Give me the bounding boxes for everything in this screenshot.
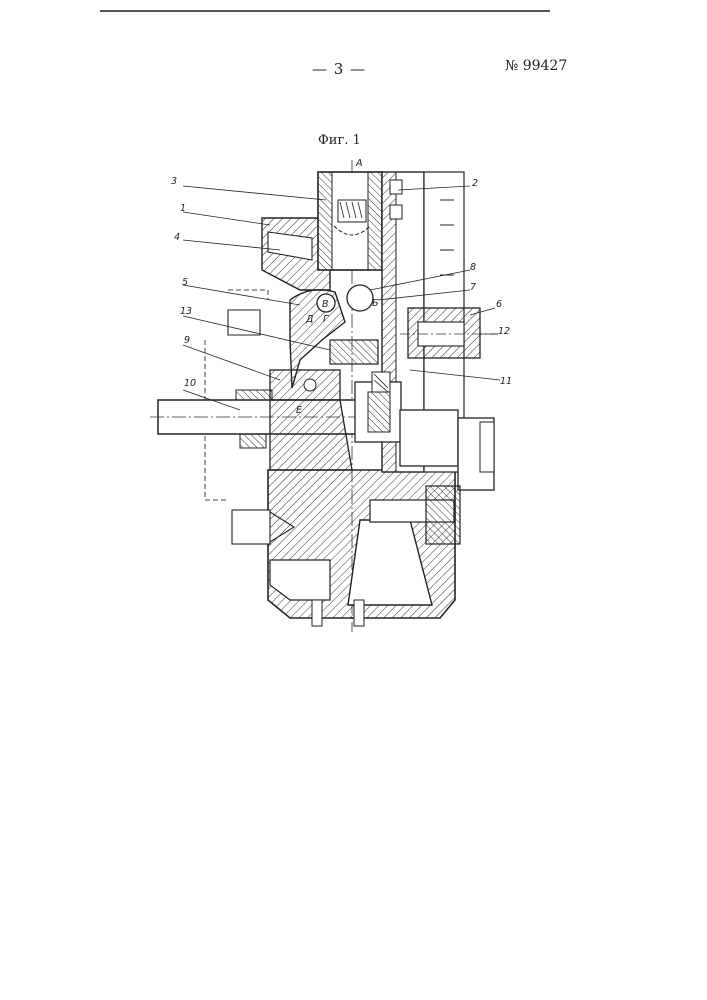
block-part-13: [330, 340, 378, 364]
part-label-6: 6: [496, 299, 502, 310]
part-label-11: 11: [500, 376, 512, 387]
point-label-d: Д: [305, 314, 313, 325]
part-label-4: 4: [174, 232, 180, 243]
part-label-8: 8: [470, 262, 476, 273]
part-label-1: 1: [180, 203, 186, 214]
part-label-7: 7: [470, 282, 476, 293]
part-label-5: 5: [182, 277, 188, 288]
part-label-10: 10: [184, 378, 196, 389]
part-label-12: 12: [498, 326, 510, 337]
ball-part-7: [347, 285, 373, 311]
point-label-g: Г: [323, 314, 329, 325]
part-label-2: 2: [472, 178, 478, 189]
part-label-3: 3: [171, 176, 177, 187]
part-label-13: 13: [180, 306, 192, 317]
point-label-b: Б: [372, 298, 379, 309]
section-letter-a: А: [355, 158, 363, 169]
point-label-v: В: [322, 299, 329, 310]
part-label-9: 9: [184, 335, 190, 346]
point-label-e: Е: [296, 405, 302, 416]
